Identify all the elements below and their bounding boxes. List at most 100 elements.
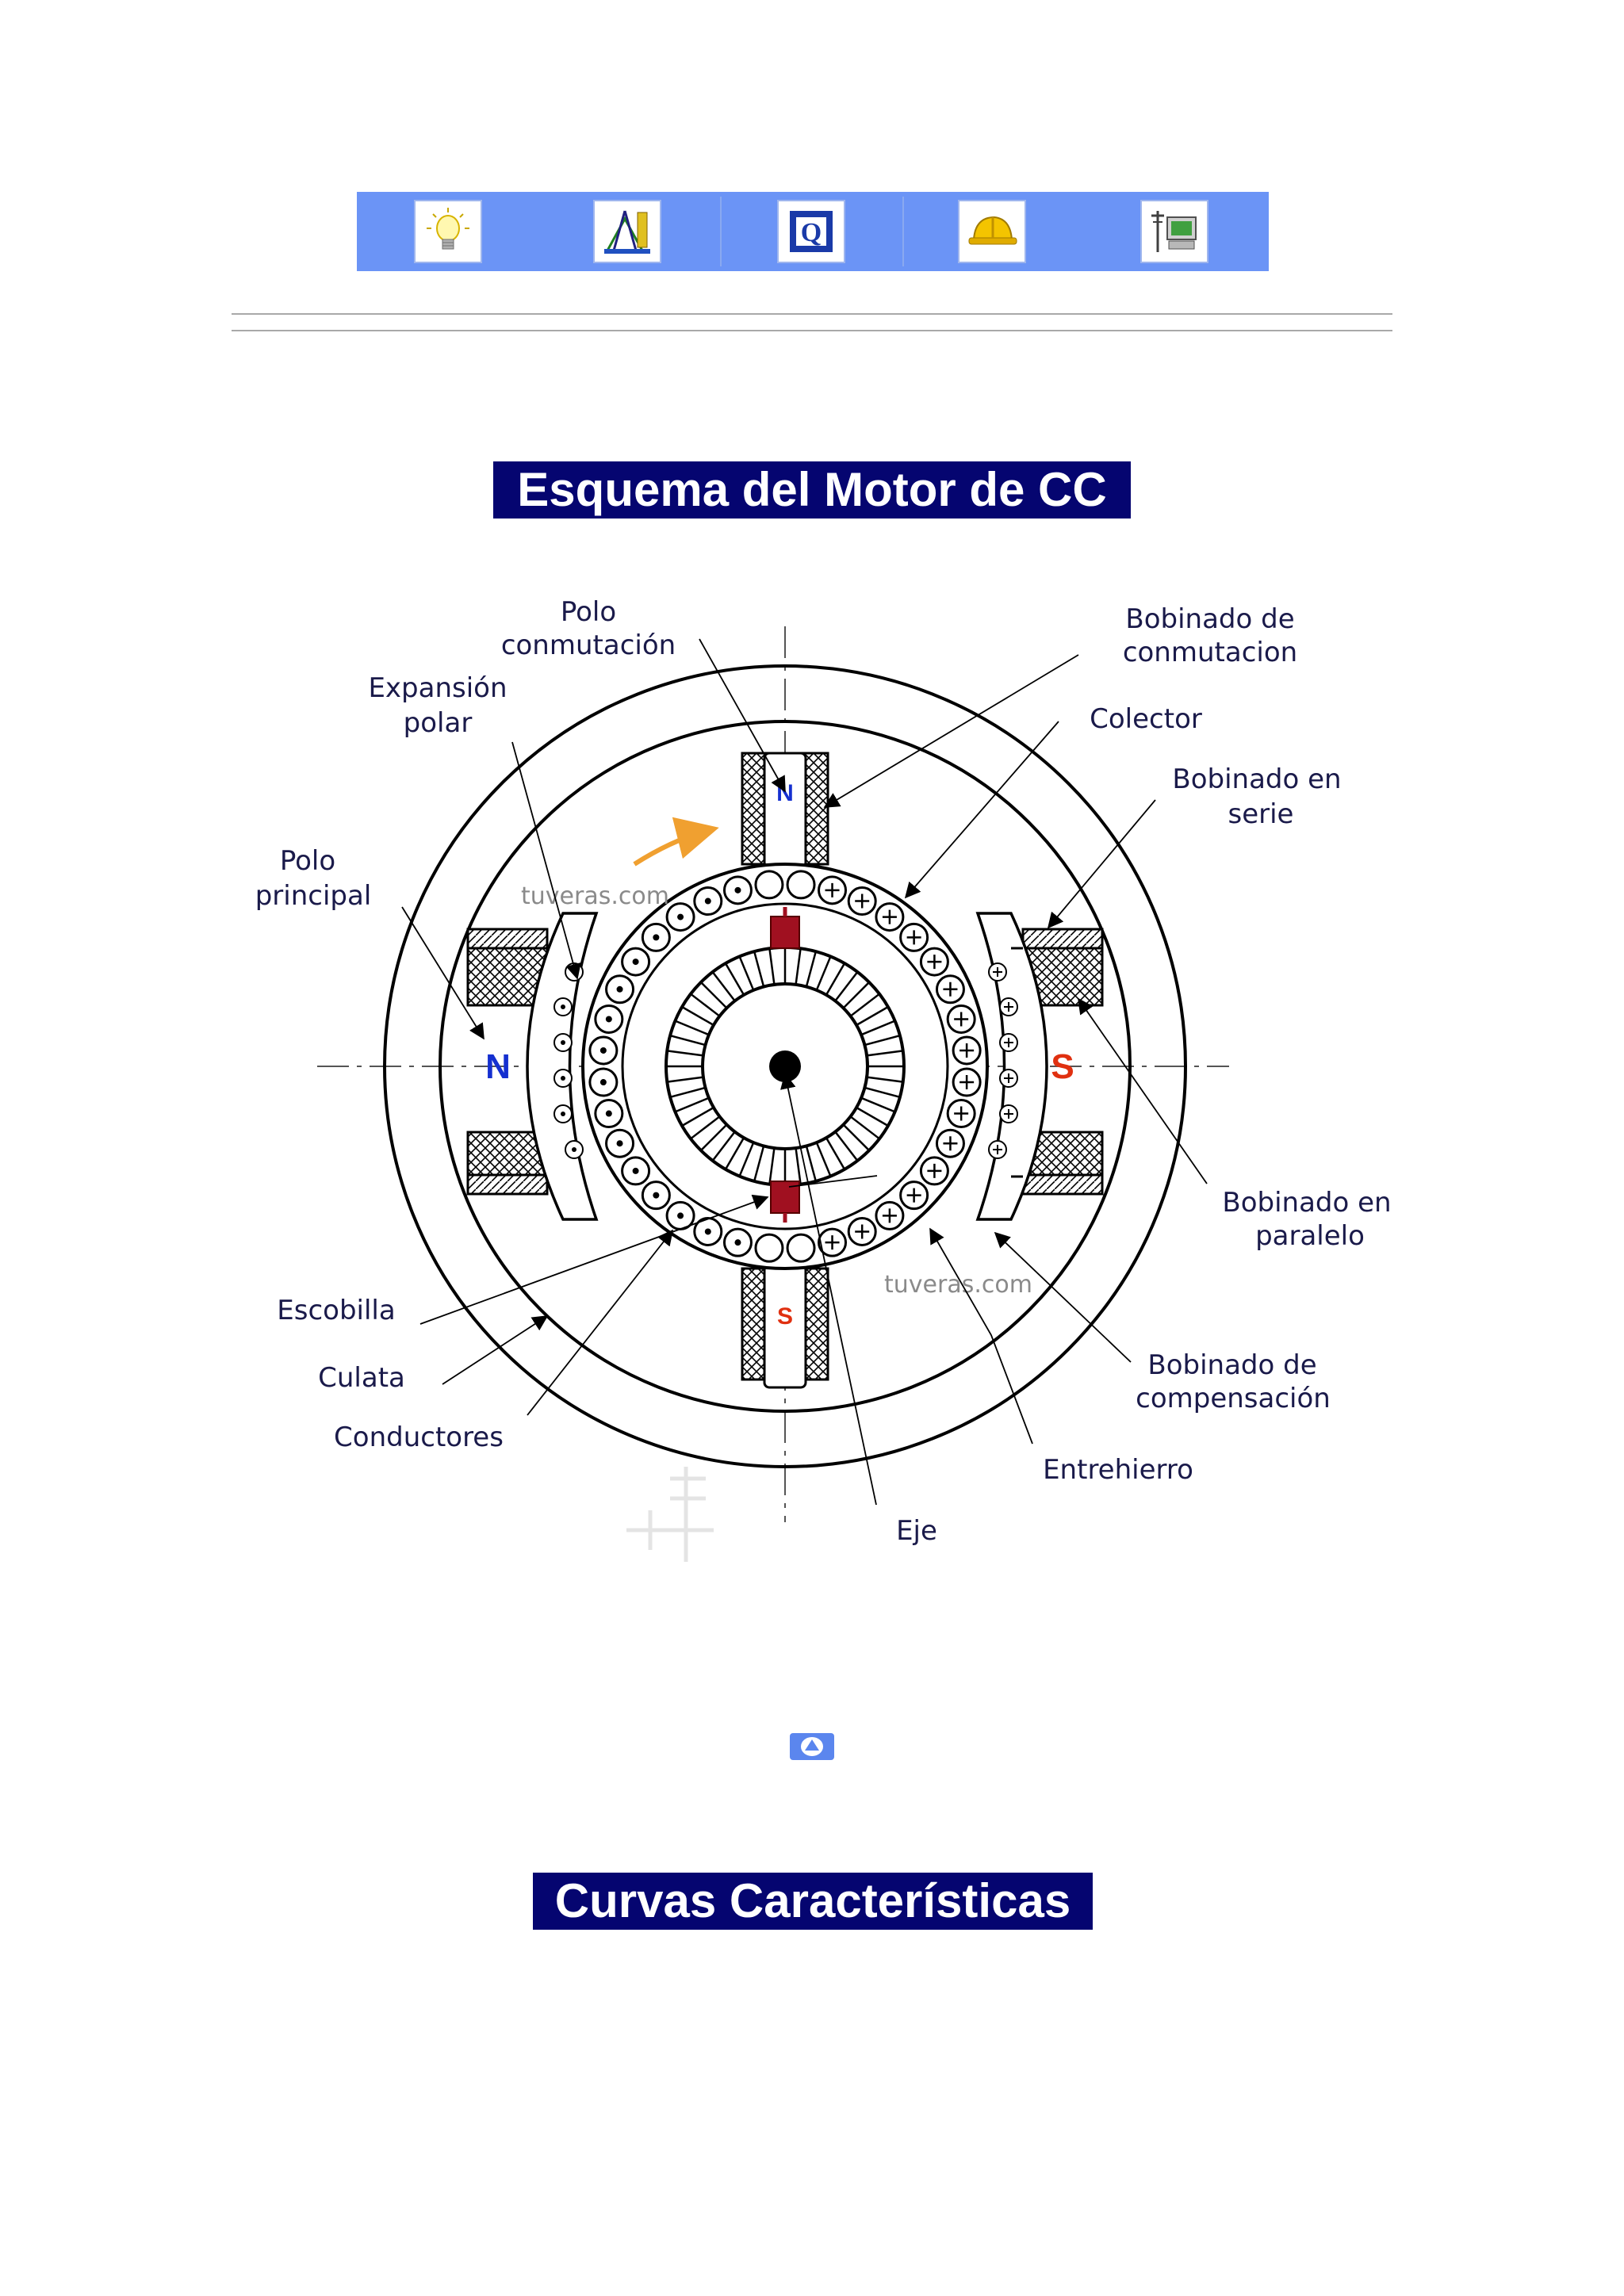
conductor — [952, 1067, 982, 1097]
brushes — [770, 907, 800, 1223]
conductor — [935, 1128, 965, 1158]
compensation-conductor — [553, 997, 573, 1016]
diagram-labels: Polo conmutación Bobinado de conmutacion… — [255, 596, 1392, 1547]
commutator-segment — [825, 1137, 846, 1170]
conductor — [641, 1181, 671, 1211]
commutator-segment — [669, 1034, 706, 1047]
label-conductores: Conductores — [334, 1422, 504, 1453]
label-culata: Culata — [318, 1362, 405, 1394]
conductor — [588, 1067, 619, 1097]
commutator-segment — [724, 962, 745, 996]
conductor — [693, 1216, 723, 1246]
commutator-segment — [711, 1131, 736, 1161]
pole-letter-bottom: S — [777, 1303, 793, 1330]
compensation-conductor — [999, 997, 1018, 1016]
compensation-conductor — [553, 1069, 573, 1088]
commutator-segment — [860, 1096, 896, 1113]
lightbulb-icon — [427, 208, 469, 250]
conductor — [919, 1156, 949, 1186]
conductor — [946, 1099, 976, 1129]
commutator-segment — [864, 1086, 901, 1099]
commutator-segment — [834, 1131, 859, 1161]
compensation-conductor — [999, 1069, 1018, 1088]
conductor — [641, 922, 671, 952]
conductor — [722, 875, 753, 905]
conductor — [875, 902, 905, 932]
compensation-conductor — [999, 1033, 1018, 1052]
label-colector: Colector — [1090, 703, 1202, 735]
commutator-segment — [768, 948, 776, 985]
compensation-conductor — [553, 1104, 573, 1123]
commutator-segment — [842, 982, 870, 1009]
label-bobinado-paralelo: Bobinado en — [1222, 1187, 1391, 1219]
commutator-segment — [849, 1115, 880, 1140]
compensation-winding-left — [553, 962, 584, 1159]
nav-button-safety[interactable] — [958, 200, 1026, 263]
conductor — [594, 1099, 624, 1129]
conductor — [693, 886, 723, 916]
computer-network-icon — [1151, 211, 1197, 252]
label-bobinado-conmutacion: conmutacion — [1123, 637, 1297, 668]
commutator-segment — [690, 1115, 721, 1140]
label-polo-conmutacion: Polo — [561, 596, 616, 628]
label-entrehierro: Entrehierro — [1043, 1454, 1193, 1486]
label-escobilla: Escobilla — [277, 1295, 395, 1326]
nav-button-drafting[interactable] — [593, 200, 661, 263]
drafting-tools-icon — [604, 210, 650, 254]
commutator-segment — [738, 955, 755, 991]
conductor — [786, 1233, 816, 1263]
leader-lines — [401, 638, 1208, 1506]
commutator-segment — [753, 1146, 765, 1182]
commutator-segment — [674, 1020, 710, 1036]
pole-shoe-left — [526, 912, 599, 1221]
nav-button-computer[interactable] — [1140, 200, 1208, 263]
label-polo-principal: Polo — [280, 845, 335, 877]
commutator-segment — [849, 993, 880, 1017]
nav-button-lightbulb[interactable] — [414, 200, 482, 263]
conductor — [946, 1004, 976, 1034]
commutator-segment — [681, 1005, 714, 1027]
nav-button-quiz[interactable]: Q — [777, 200, 845, 263]
commutator-segment — [856, 1005, 889, 1027]
commutator-segment — [805, 951, 818, 987]
conductor — [594, 1004, 624, 1034]
conductor — [935, 974, 965, 1004]
label-bobinado-compensacion: compensación — [1136, 1383, 1331, 1414]
pole-letter-top: N — [776, 780, 794, 806]
label-polo-conmutacion: conmutación — [501, 629, 676, 661]
commutator-segment — [795, 948, 802, 985]
label-expansion-polar: Expansión — [368, 672, 507, 704]
label-polo-principal: principal — [255, 880, 372, 912]
commutator-segment — [700, 982, 728, 1009]
commutator-segment — [753, 951, 765, 987]
conductor — [665, 902, 695, 932]
commutator-segment — [815, 1142, 832, 1177]
commutator-segment — [674, 1096, 710, 1113]
back-to-top-button[interactable] — [790, 1733, 834, 1760]
compensation-conductor — [999, 1104, 1018, 1123]
commutator-segment — [805, 1146, 818, 1182]
commutator-segment — [842, 1123, 870, 1151]
section-title-curves: Curvas Características — [533, 1873, 1093, 1930]
conductor — [754, 1233, 784, 1263]
commutator-segment — [667, 1076, 704, 1083]
pole-shoe-right — [975, 912, 1048, 1221]
commutator-segment — [724, 1137, 745, 1170]
conductor — [899, 1181, 929, 1211]
commutator-segment — [669, 1086, 706, 1099]
commutator-segment — [856, 1106, 889, 1127]
conductor — [899, 922, 929, 952]
nav-separator — [720, 197, 722, 266]
conductor — [605, 974, 635, 1004]
commutator-segment — [690, 993, 721, 1017]
watermark-text: tuveras.com — [521, 882, 669, 910]
conductor — [588, 1035, 619, 1066]
commutator-segment — [711, 971, 736, 1002]
conductor — [847, 886, 877, 916]
commutator-segment — [681, 1106, 714, 1127]
watermark-text: tuveras.com — [884, 1271, 1032, 1299]
commutator-segment — [738, 1142, 755, 1177]
commutator-segment — [866, 1076, 903, 1083]
commutator-segments — [666, 947, 904, 1185]
label-expansion-polar: polar — [404, 707, 473, 739]
